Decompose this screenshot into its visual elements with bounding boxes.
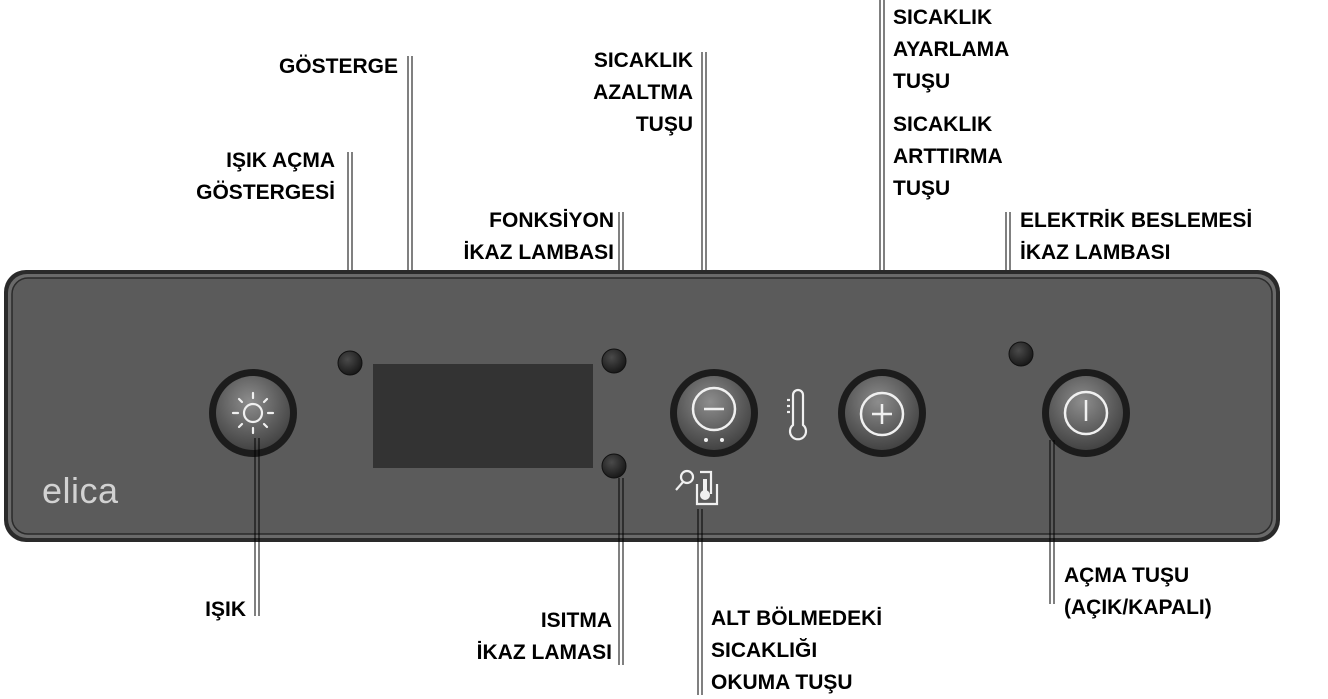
plus-icon bbox=[859, 391, 905, 437]
heating-indicator-led bbox=[601, 453, 627, 479]
label-sicaklik-ayarlama: SICAKLIK AYARLAMA TUŞU bbox=[893, 6, 1010, 93]
search-thermometer-bulb bbox=[700, 479, 710, 500]
label-isik-acma-gostergesi: IŞIK AÇMA GÖSTERGESİ bbox=[196, 149, 335, 204]
minus-icon bbox=[691, 386, 737, 432]
light-button bbox=[209, 369, 297, 457]
label-acma-tusu: AÇMA TUŞU (AÇIK/KAPALI) bbox=[1064, 564, 1212, 619]
power-button bbox=[1042, 369, 1130, 457]
sun-icon bbox=[231, 391, 275, 435]
label-isitma-ikaz: ISITMA İKAZ LAMASI bbox=[476, 609, 612, 664]
label-gosterge: GÖSTERGE bbox=[278, 55, 398, 78]
label-isik: IŞIK bbox=[205, 598, 246, 621]
power-supply-indicator-led bbox=[1008, 341, 1034, 367]
label-sicaklik-arttirma: SICAKLIK ARTTIRMA TUŞU bbox=[893, 113, 1003, 200]
label-fonksiyon-ikaz: FONKSİYON İKAZ LAMBASI bbox=[463, 209, 615, 264]
search-thermometer-icon bbox=[675, 469, 719, 506]
label-sicaklik-azaltma: SICAKLIK AZALTMA TUŞU bbox=[593, 49, 693, 136]
light-indicator-led bbox=[337, 350, 363, 376]
display-screen bbox=[373, 364, 593, 468]
thermometer-icon bbox=[787, 388, 808, 441]
power-icon bbox=[1063, 390, 1109, 436]
label-alt-bolme: ALT BÖLMEDEKİ SICAKLIĞI OKUMA TUŞU bbox=[711, 607, 883, 694]
temperature-decrease-button bbox=[670, 369, 758, 457]
function-indicator-led bbox=[601, 348, 627, 374]
brand-logo: elica bbox=[42, 470, 119, 511]
temperature-increase-button bbox=[838, 369, 926, 457]
label-elektrik-besleme: ELEKTRİK BESLEMESİ İKAZ LAMBASI bbox=[1020, 209, 1253, 264]
